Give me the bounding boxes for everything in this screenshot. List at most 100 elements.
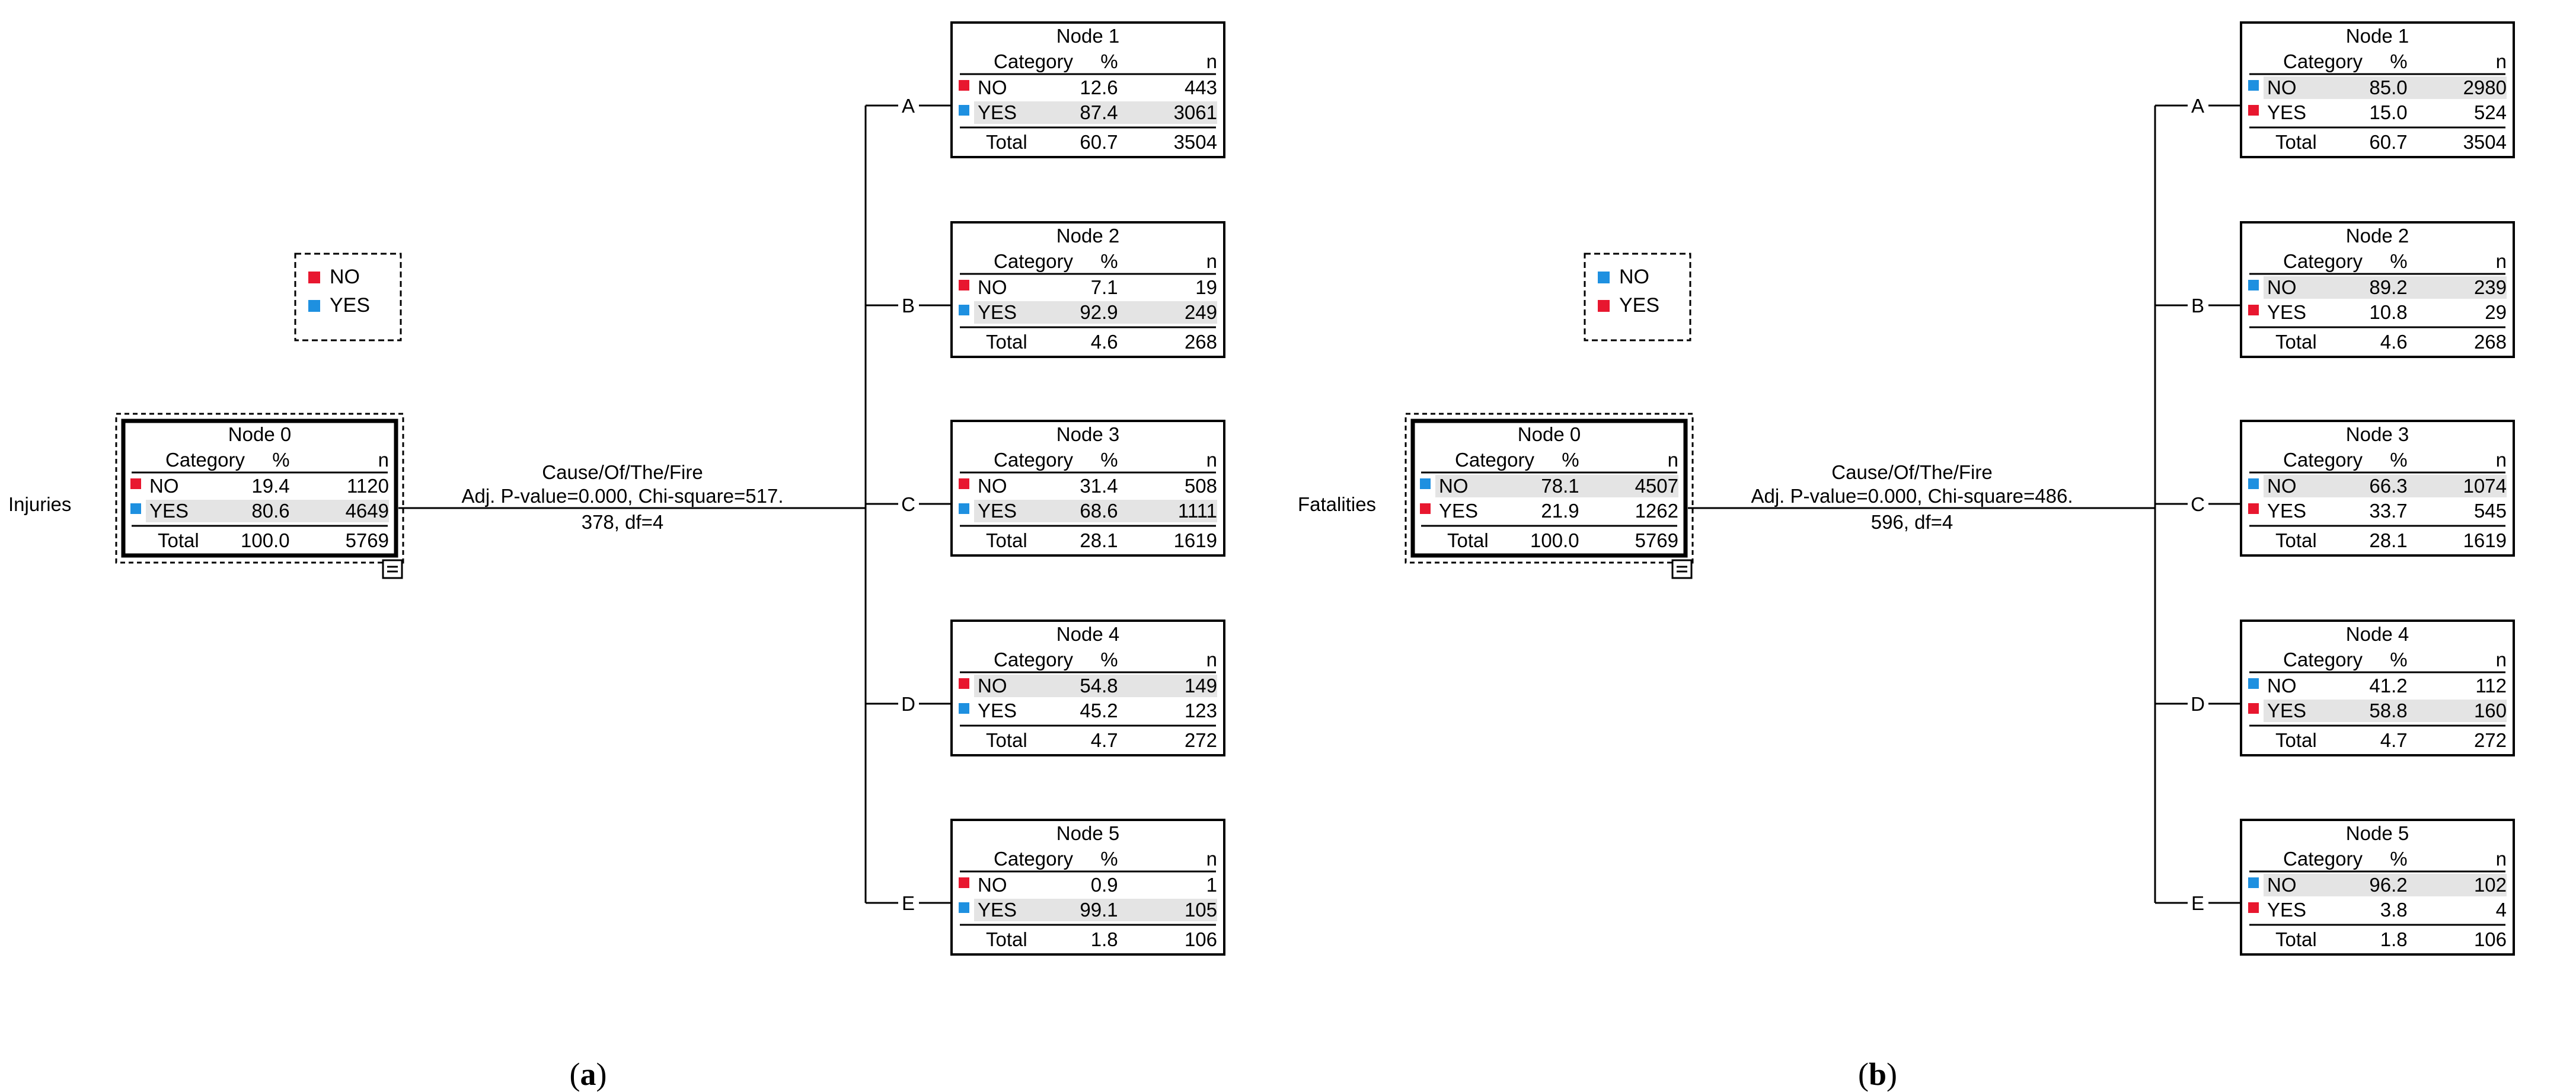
- panel-a-node-4-row-yes-swatch: [959, 703, 969, 714]
- panel-a-branch-a-label: A: [902, 95, 915, 117]
- panel-b-node-1-total-label: Total: [2275, 131, 2317, 153]
- panel-b-legend-frame: [1584, 253, 1691, 341]
- panel-a-node-1-header-pct: %: [1100, 50, 1118, 72]
- panel-b-node-2-total-label: Total: [2275, 331, 2317, 353]
- panel-a-node-0-box: [121, 419, 398, 558]
- panel-b-node-1-row-no-highlight: [2264, 76, 2507, 99]
- panel-b-node-5-row-yes-swatch: [2248, 902, 2259, 913]
- panel-a-node-0-row-yes-n: 4649: [346, 500, 389, 522]
- panel-a-node-5-row-no-n: 1: [1206, 874, 1217, 896]
- panel-a-node-0-row-yes-label: YES: [149, 500, 189, 522]
- panel-b-node-3-total-pct: 28.1: [2369, 529, 2407, 551]
- panel-b-node-0-total-label: Total: [1447, 529, 1489, 551]
- panel-a-node-5-total-n: 106: [1185, 928, 1217, 950]
- panel-b-node-1-total-n: 3504: [2463, 131, 2507, 153]
- panel-a-node-4-header-pct: %: [1100, 649, 1118, 670]
- panel-a-node-0-total-pct: 100.0: [241, 529, 290, 551]
- panel-a-node-1-header-n: n: [1206, 50, 1217, 72]
- panel-b-node-3-header-pct: %: [2390, 449, 2407, 471]
- panel-b-node-2-row-no-swatch: [2248, 280, 2259, 290]
- panel-b-node-4-total-pct: 4.7: [2380, 729, 2408, 751]
- panel-a-collapse-icon: [382, 559, 403, 579]
- panel-a-node-3-total-n: 1619: [1174, 529, 1217, 551]
- panel-b-node-3-row-no-pct: 66.3: [2369, 475, 2407, 497]
- panel-a-node-3-box: [950, 420, 1225, 557]
- panel-a-split-stats-line1: Adj. P-value=0.000, Chi-square=517.: [461, 485, 783, 507]
- panel-a-node-0-row-no-pct: 19.4: [251, 475, 289, 497]
- panel-a-node-2-row-yes-label: YES: [978, 301, 1017, 323]
- panel-a-node-5-row-yes-label: YES: [978, 899, 1017, 921]
- panel-a-node-4-row-yes-label: YES: [978, 700, 1017, 721]
- panel-b-node-4-row-no-label: NO: [2267, 675, 2297, 697]
- panel-b-node-2-header-n: n: [2496, 250, 2507, 272]
- panel-a-node-1-row-yes-swatch: [959, 105, 969, 116]
- panel-a-node-2-box: [950, 221, 1225, 358]
- panel-a-node-2-total-pct: 4.6: [1091, 331, 1118, 353]
- panel-a-node-0-header-category: Category: [165, 449, 245, 471]
- panel-a-node-5-row-no-label: NO: [978, 874, 1007, 896]
- panel-b-node-0-total-pct: 100.0: [1530, 529, 1579, 551]
- panel-a-node-2-header-category: Category: [994, 250, 1073, 272]
- panel-a-node-2-row-yes-highlight: [974, 301, 1217, 324]
- panel-b-node-2-header-category: Category: [2283, 250, 2363, 272]
- panel-a-node-2-total-label: Total: [986, 331, 1027, 353]
- panel-b-node-5-row-no-swatch: [2248, 877, 2259, 888]
- panel-a-node-2-header-n: n: [1206, 250, 1217, 272]
- panel-a-legend-swatch-no: [308, 272, 320, 283]
- panel-a-node-1-box: [950, 21, 1225, 158]
- panel-a-node-5-row-no-pct: 0.9: [1091, 874, 1118, 896]
- panel-b-node-5-header-category: Category: [2283, 848, 2363, 870]
- panel-a-node-5-row-yes-highlight: [974, 899, 1217, 921]
- panel-a-node-3-row-no-label: NO: [978, 475, 1007, 497]
- panel-b-node-2-row-no-n: 239: [2474, 276, 2507, 298]
- panel-a-node-4-row-no-highlight: [974, 675, 1217, 697]
- panel-a-node-2-row-yes-swatch: [959, 305, 969, 315]
- panel-b-node-5-header-pct: %: [2390, 848, 2407, 870]
- panel-b-node-5-row-no-n: 102: [2474, 874, 2507, 896]
- panel-b-split-variable: Cause/Of/The/Fire: [1831, 461, 1992, 483]
- panel-b-node-5-title: Node 5: [2346, 822, 2409, 844]
- panel-a-node-3-row-no-swatch: [959, 478, 969, 489]
- panel-b-branch-b-label: B: [2191, 295, 2204, 317]
- panel-b-branch-d-label: D: [2191, 693, 2205, 715]
- panel-a-split-stats-line2: 378, df=4: [582, 511, 664, 533]
- panel-b-node-4-title: Node 4: [2346, 623, 2409, 645]
- panel-b-node-3-header-category: Category: [2283, 449, 2363, 471]
- panel-a-node-1-header-category: Category: [994, 50, 1073, 72]
- panel-b-node-0-row-no-label: NO: [1439, 475, 1469, 497]
- panel-a-node-3-row-yes-n: 1111: [1178, 500, 1217, 522]
- panel-b-node-4-total-label: Total: [2275, 729, 2317, 751]
- panel-a-node-3-title: Node 3: [1056, 423, 1119, 445]
- panel-b-node-3-header-n: n: [2496, 449, 2507, 471]
- panel-b-collapse-icon: [1671, 559, 1693, 579]
- panel-a-node-3-row-yes-pct: 68.6: [1080, 500, 1118, 522]
- panel-b-node-5-row-no-pct: 96.2: [2369, 874, 2407, 896]
- panel-b-node-0-total-n: 5769: [1635, 529, 1678, 551]
- panel-a-node-4-row-yes-pct: 45.2: [1080, 700, 1118, 721]
- panel-a-node-4-row-no-pct: 54.8: [1080, 675, 1118, 697]
- panel-b-node-0-row-yes-n: 1262: [1635, 500, 1678, 522]
- panel-a-node-4-row-no-swatch: [959, 678, 969, 689]
- panel-a-node-3-header-category: Category: [994, 449, 1073, 471]
- panel-a-node-4-row-no-n: 149: [1185, 675, 1217, 697]
- panel-b-node-1-row-no-pct: 85.0: [2369, 76, 2407, 98]
- panel-b-node-4-header-category: Category: [2283, 649, 2363, 670]
- panel-a-node-0-row-no-swatch: [130, 478, 141, 489]
- panel-b-node-1-header-category: Category: [2283, 50, 2363, 72]
- panel-a-legend-label-yes: YES: [330, 294, 370, 317]
- panel-b-legend-label-yes: YES: [1619, 294, 1659, 317]
- panel-b-legend-swatch-no: [1598, 272, 1610, 283]
- panel-b-node-1-row-no-n: 2980: [2463, 76, 2507, 98]
- panel-a-node-2-row-no-swatch: [959, 280, 969, 290]
- panel-a-node-5-row-yes-pct: 99.1: [1080, 899, 1118, 921]
- panel-a-node-5-row-no-swatch: [959, 877, 969, 888]
- panel-b-branch-a-label: A: [2191, 95, 2204, 117]
- panel-b-node-5-row-no-highlight: [2264, 874, 2507, 896]
- panel-b-node-3-row-no-highlight: [2264, 475, 2507, 497]
- panel-a-branch-e-label: E: [902, 892, 915, 914]
